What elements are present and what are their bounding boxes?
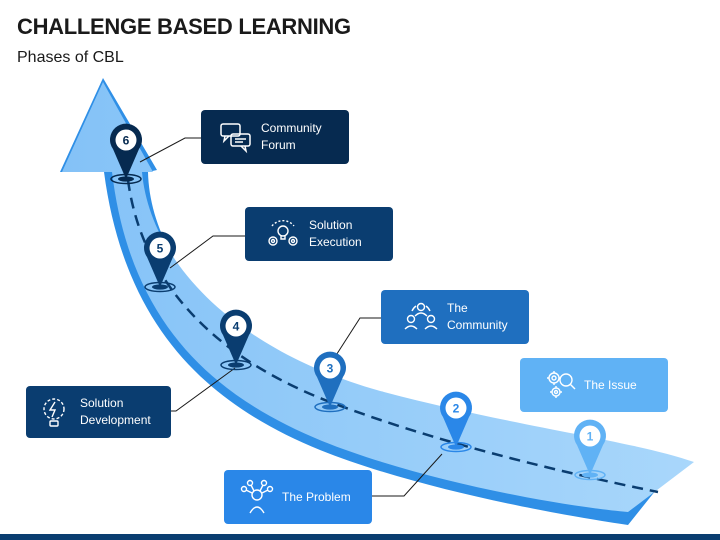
phase-2-label-box: The Problem xyxy=(224,470,372,524)
bulb-development-icon xyxy=(36,394,72,430)
location-pin-3: 3 xyxy=(314,351,347,413)
location-pin-1: 1 xyxy=(574,419,606,481)
gears-magnifier-icon xyxy=(544,368,578,402)
chat-bubbles-icon xyxy=(219,120,253,154)
connector-4 xyxy=(171,367,236,412)
bulb-gears-icon xyxy=(265,216,301,252)
bottom-bar xyxy=(0,534,720,540)
pin-number-5: 5 xyxy=(157,242,164,256)
phase-1-label-box: The Issue xyxy=(520,358,668,412)
community-group-icon xyxy=(403,299,439,335)
slide-subtitle: Phases of CBL xyxy=(17,49,124,66)
phase-1-label: The Issue xyxy=(584,377,637,392)
phase-2-label: The Problem xyxy=(282,489,351,504)
pin-number-2: 2 xyxy=(453,402,460,416)
slide-title: CHALLENGE BASED LEARNING xyxy=(17,14,351,39)
location-pin-5: 5 xyxy=(144,231,176,293)
connector-5 xyxy=(169,235,245,269)
pin-number-1: 1 xyxy=(587,430,594,444)
location-pin-2: 2 xyxy=(440,391,473,453)
pin-number-6: 6 xyxy=(123,134,130,148)
pin-number-4: 4 xyxy=(233,320,240,334)
pin-number-3: 3 xyxy=(327,362,334,376)
connector-2 xyxy=(372,453,443,497)
connector-6 xyxy=(139,137,201,163)
location-pin-6: 6 xyxy=(110,123,142,185)
connector-3 xyxy=(332,317,381,361)
location-pin-4: 4 xyxy=(220,309,252,371)
brain-person-icon xyxy=(238,479,276,515)
